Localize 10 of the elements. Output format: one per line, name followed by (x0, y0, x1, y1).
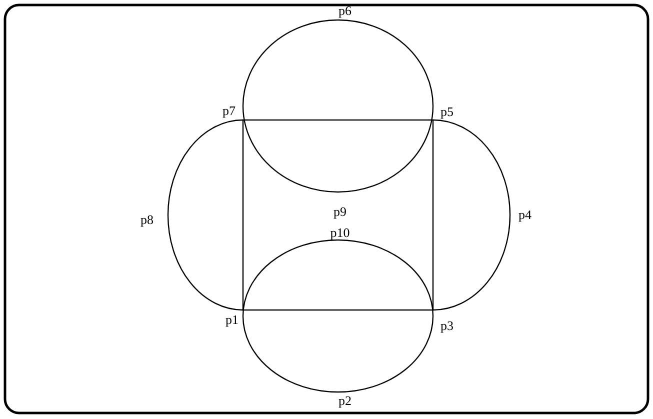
point-label: p1 (226, 314, 238, 326)
point-label: p8 (140, 214, 154, 226)
point-label: p4 (518, 209, 532, 221)
point-label: p5 (440, 106, 454, 118)
point-label: p10 (330, 227, 350, 239)
point-label: p3 (440, 320, 454, 332)
point-label: p2 (338, 395, 352, 407)
point-label: p7 (222, 105, 236, 117)
point-label: p9 (334, 206, 346, 218)
point-label: p6 (338, 5, 352, 17)
